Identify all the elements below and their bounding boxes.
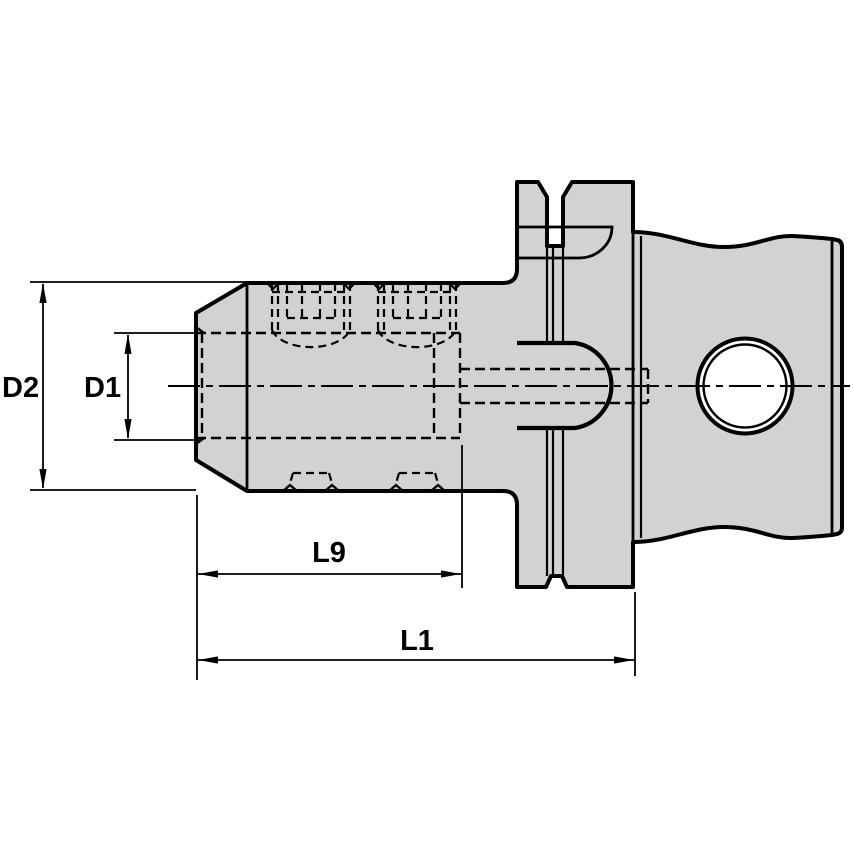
seat2-left — [393, 472, 401, 488]
dim-label-l9: L9 — [312, 537, 346, 569]
d2-arrow-up — [39, 283, 47, 303]
l9-arrow-right — [441, 570, 461, 578]
set-screw-2 — [376, 283, 458, 349]
drive-slot — [517, 340, 614, 431]
l1-arrow-right — [614, 656, 634, 664]
dim-label-l1: L1 — [400, 625, 434, 657]
screw1-tip-arc — [270, 329, 352, 349]
l9-arrow-left — [198, 570, 218, 578]
dimension-l9: L9 — [196, 445, 463, 680]
seat1-right — [327, 472, 335, 488]
dimension-d2: D2 — [2, 281, 250, 491]
bottom-screw-seat-1 — [287, 471, 335, 488]
bottom-seat-dip-1a — [282, 483, 298, 492]
d2-arrow-down — [39, 469, 47, 489]
d1-arrow-up — [124, 334, 132, 354]
bottom-seat-dip-2a — [388, 483, 404, 492]
bore-entry-chamfer-bottom — [195, 437, 205, 445]
seat1-left — [287, 472, 295, 488]
d1-arrow-down — [124, 419, 132, 439]
gripper-groove — [517, 225, 614, 260]
bore-entry-chamfer-top — [195, 326, 205, 334]
bottom-seat-dip-2b — [430, 483, 446, 492]
bottom-seat-dip-1b — [324, 483, 340, 492]
l1-arrow-left — [198, 656, 218, 664]
dimension-d1: D1 — [84, 332, 200, 441]
screw2-tip-arc — [376, 329, 458, 349]
dimension-l1: L1 — [197, 592, 636, 676]
bore-hidden-lines — [195, 326, 650, 445]
bottom-screw-seat-2 — [393, 471, 441, 488]
seat2-right — [433, 472, 441, 488]
dim-label-d2: D2 — [2, 372, 39, 404]
set-screw-1 — [270, 283, 352, 349]
dim-label-d1: D1 — [84, 372, 121, 404]
